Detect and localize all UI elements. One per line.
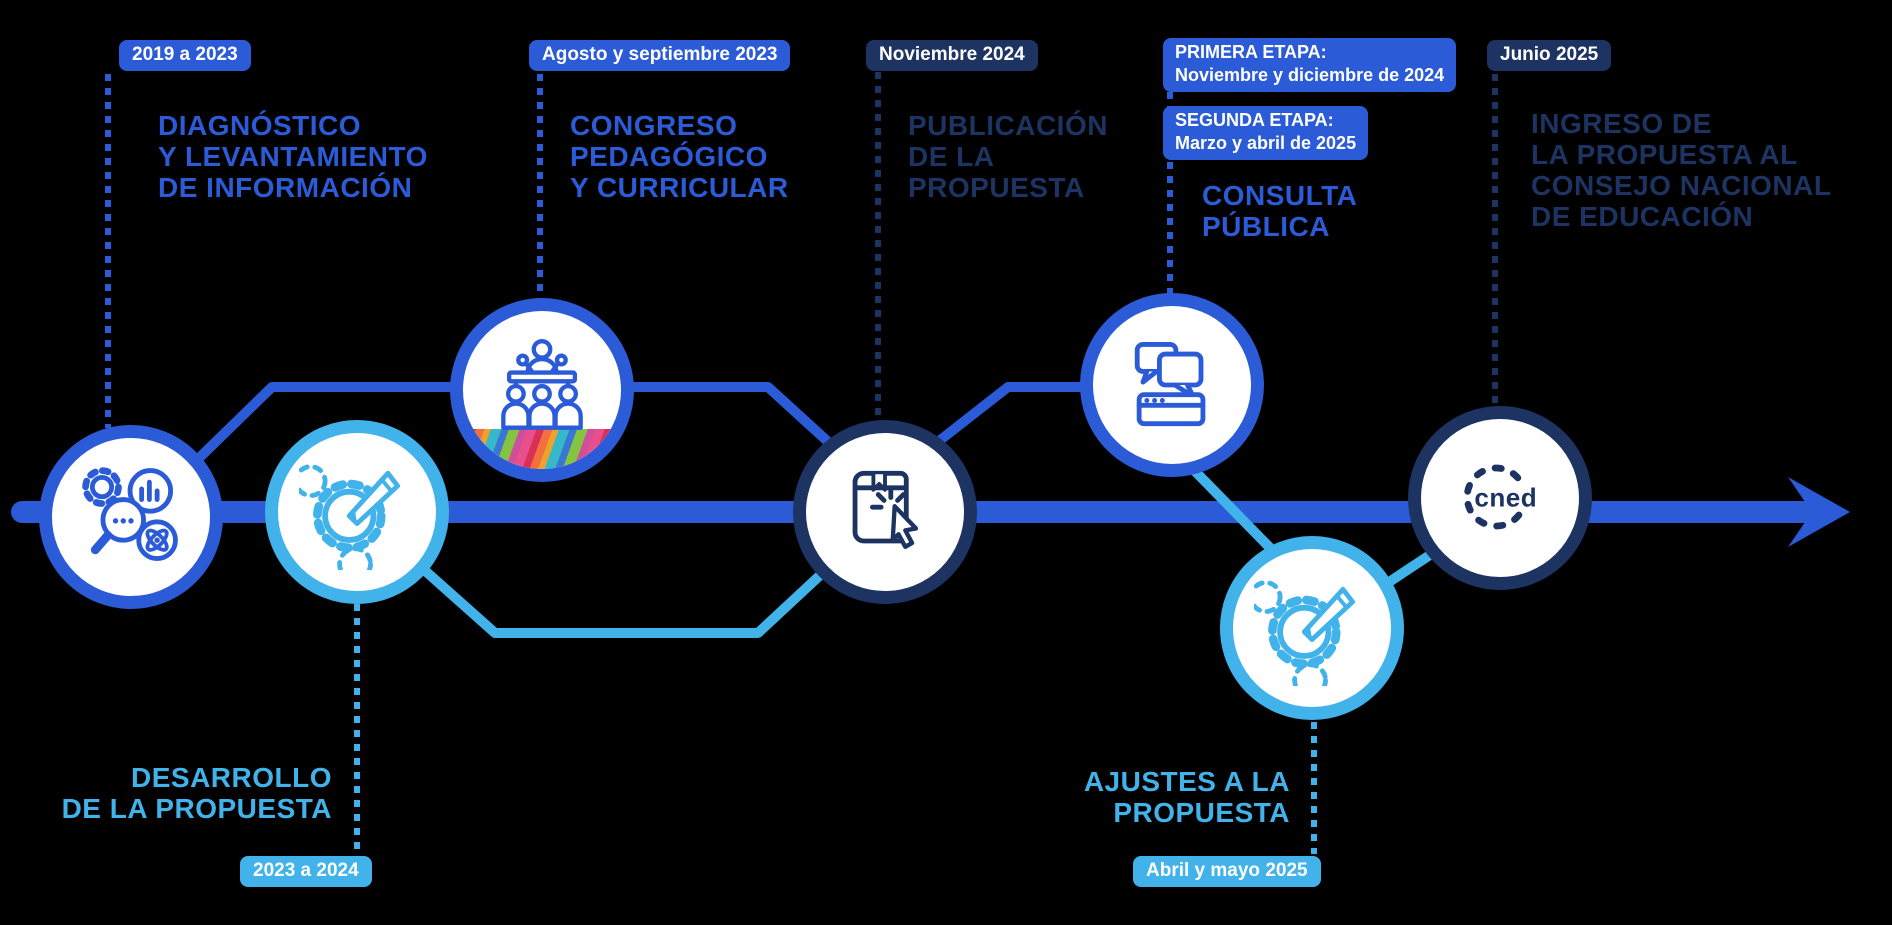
dotted-line-ingreso	[1492, 74, 1498, 408]
date-badge-congreso: Agosto y septiembre 2023	[529, 40, 791, 71]
cned-logo: cned	[1463, 464, 1537, 530]
node-ajustes	[1220, 536, 1404, 720]
badge-line: SEGUNDA ETAPA:	[1175, 110, 1334, 130]
node-consulta	[1080, 293, 1264, 477]
date-badge-diagnostico: 2019 a 2023	[119, 40, 251, 71]
title-line: Y CURRICULAR	[570, 172, 789, 203]
node-diagnostico	[39, 425, 223, 609]
title-line: DE LA PROPUESTA	[61, 793, 332, 824]
stage-title-desarrollo: DESARROLLO DE LA PROPUESTA	[42, 762, 332, 824]
title-line: CONSEJO NACIONAL	[1531, 170, 1832, 201]
title-line: PEDAGÓGICO	[570, 141, 768, 172]
stage-title-consulta: CONSULTA PÚBLICA	[1202, 180, 1357, 242]
dotted-line-desarrollo	[354, 604, 360, 854]
title-line: LA PROPUESTA AL	[1531, 139, 1798, 170]
dotted-line-consulta	[1167, 92, 1173, 296]
dotted-line-publicacion	[875, 72, 881, 424]
title-line: INGRESO DE	[1531, 108, 1712, 139]
badge-line: Noviembre y diciembre de 2024	[1175, 65, 1445, 85]
cned-logo-text: cned	[1474, 483, 1537, 513]
date-badge-ingreso: Junio 2025	[1487, 40, 1612, 71]
title-line: DESARROLLO	[131, 762, 332, 793]
gears-pencil-icon	[299, 464, 401, 570]
connector-diagnostico-congreso	[191, 382, 452, 466]
congress-icon	[501, 339, 583, 430]
connector-consulta-ajustes	[1184, 460, 1282, 560]
date-badge-consulta-primera-etapa: PRIMERA ETAPA: Noviembre y diciembre de …	[1163, 38, 1457, 92]
title-line: PUBLICACIÓN	[908, 110, 1108, 141]
stage-title-congreso: CONGRESO PEDAGÓGICO Y CURRICULAR	[570, 110, 789, 203]
stage-title-publicacion: PUBLICACIÓN DE LA PROPUESTA	[908, 110, 1108, 203]
research-icon	[82, 467, 178, 561]
connector-congreso-publicacion	[632, 382, 852, 464]
node-congreso	[450, 298, 634, 482]
node-publicacion	[793, 420, 977, 604]
title-line: DE LA	[908, 141, 995, 172]
gears-pencil-icon	[1254, 580, 1356, 686]
badge-line: Marzo y abril de 2025	[1175, 133, 1357, 153]
title-line: PÚBLICA	[1202, 211, 1330, 242]
title-line: DE EDUCACIÓN	[1531, 201, 1754, 232]
date-badge-ajustes: Abril y mayo 2025	[1133, 856, 1321, 887]
dotted-line-diagnostico	[105, 74, 111, 428]
dotted-line-ajustes	[1311, 722, 1317, 854]
dotted-line-congreso	[537, 74, 543, 300]
badge-line: PRIMERA ETAPA:	[1175, 42, 1327, 62]
timeline-arrowhead-icon	[1788, 477, 1850, 547]
title-line: DIAGNÓSTICO	[158, 110, 362, 141]
title-line: PROPUESTA	[908, 172, 1085, 203]
node-desarrollo	[265, 420, 449, 604]
chat-icon	[1134, 341, 1206, 427]
title-line: AJUSTES A LA	[1083, 766, 1290, 797]
title-line: Y LEVANTAMIENTO	[158, 141, 428, 172]
stage-title-ajustes: AJUSTES A LA PROPUESTA	[1040, 766, 1290, 828]
rainbow-band	[463, 429, 621, 469]
title-line: CONSULTA	[1202, 180, 1358, 211]
date-badge-consulta-segunda-etapa: SEGUNDA ETAPA: Marzo y abril de 2025	[1163, 106, 1369, 160]
stage-title-ingreso: INGRESO DE LA PROPUESTA AL CONSEJO NACIO…	[1531, 108, 1831, 232]
connector-publicacion-consulta	[921, 382, 1095, 456]
title-line: CONGRESO	[570, 110, 738, 141]
stage-title-diagnostico: DIAGNÓSTICO Y LEVANTAMIENTO DE INFORMACI…	[158, 110, 428, 203]
node-ingreso-cned: cned	[1408, 406, 1592, 590]
connector-desarrollo-publicacion	[418, 562, 834, 638]
date-badge-desarrollo: 2023 a 2024	[240, 856, 372, 887]
title-line: PROPUESTA	[1113, 797, 1290, 828]
book-click-icon	[852, 470, 919, 549]
date-badge-publicacion: Noviembre 2024	[866, 40, 1038, 71]
title-line: DE INFORMACIÓN	[158, 172, 413, 203]
